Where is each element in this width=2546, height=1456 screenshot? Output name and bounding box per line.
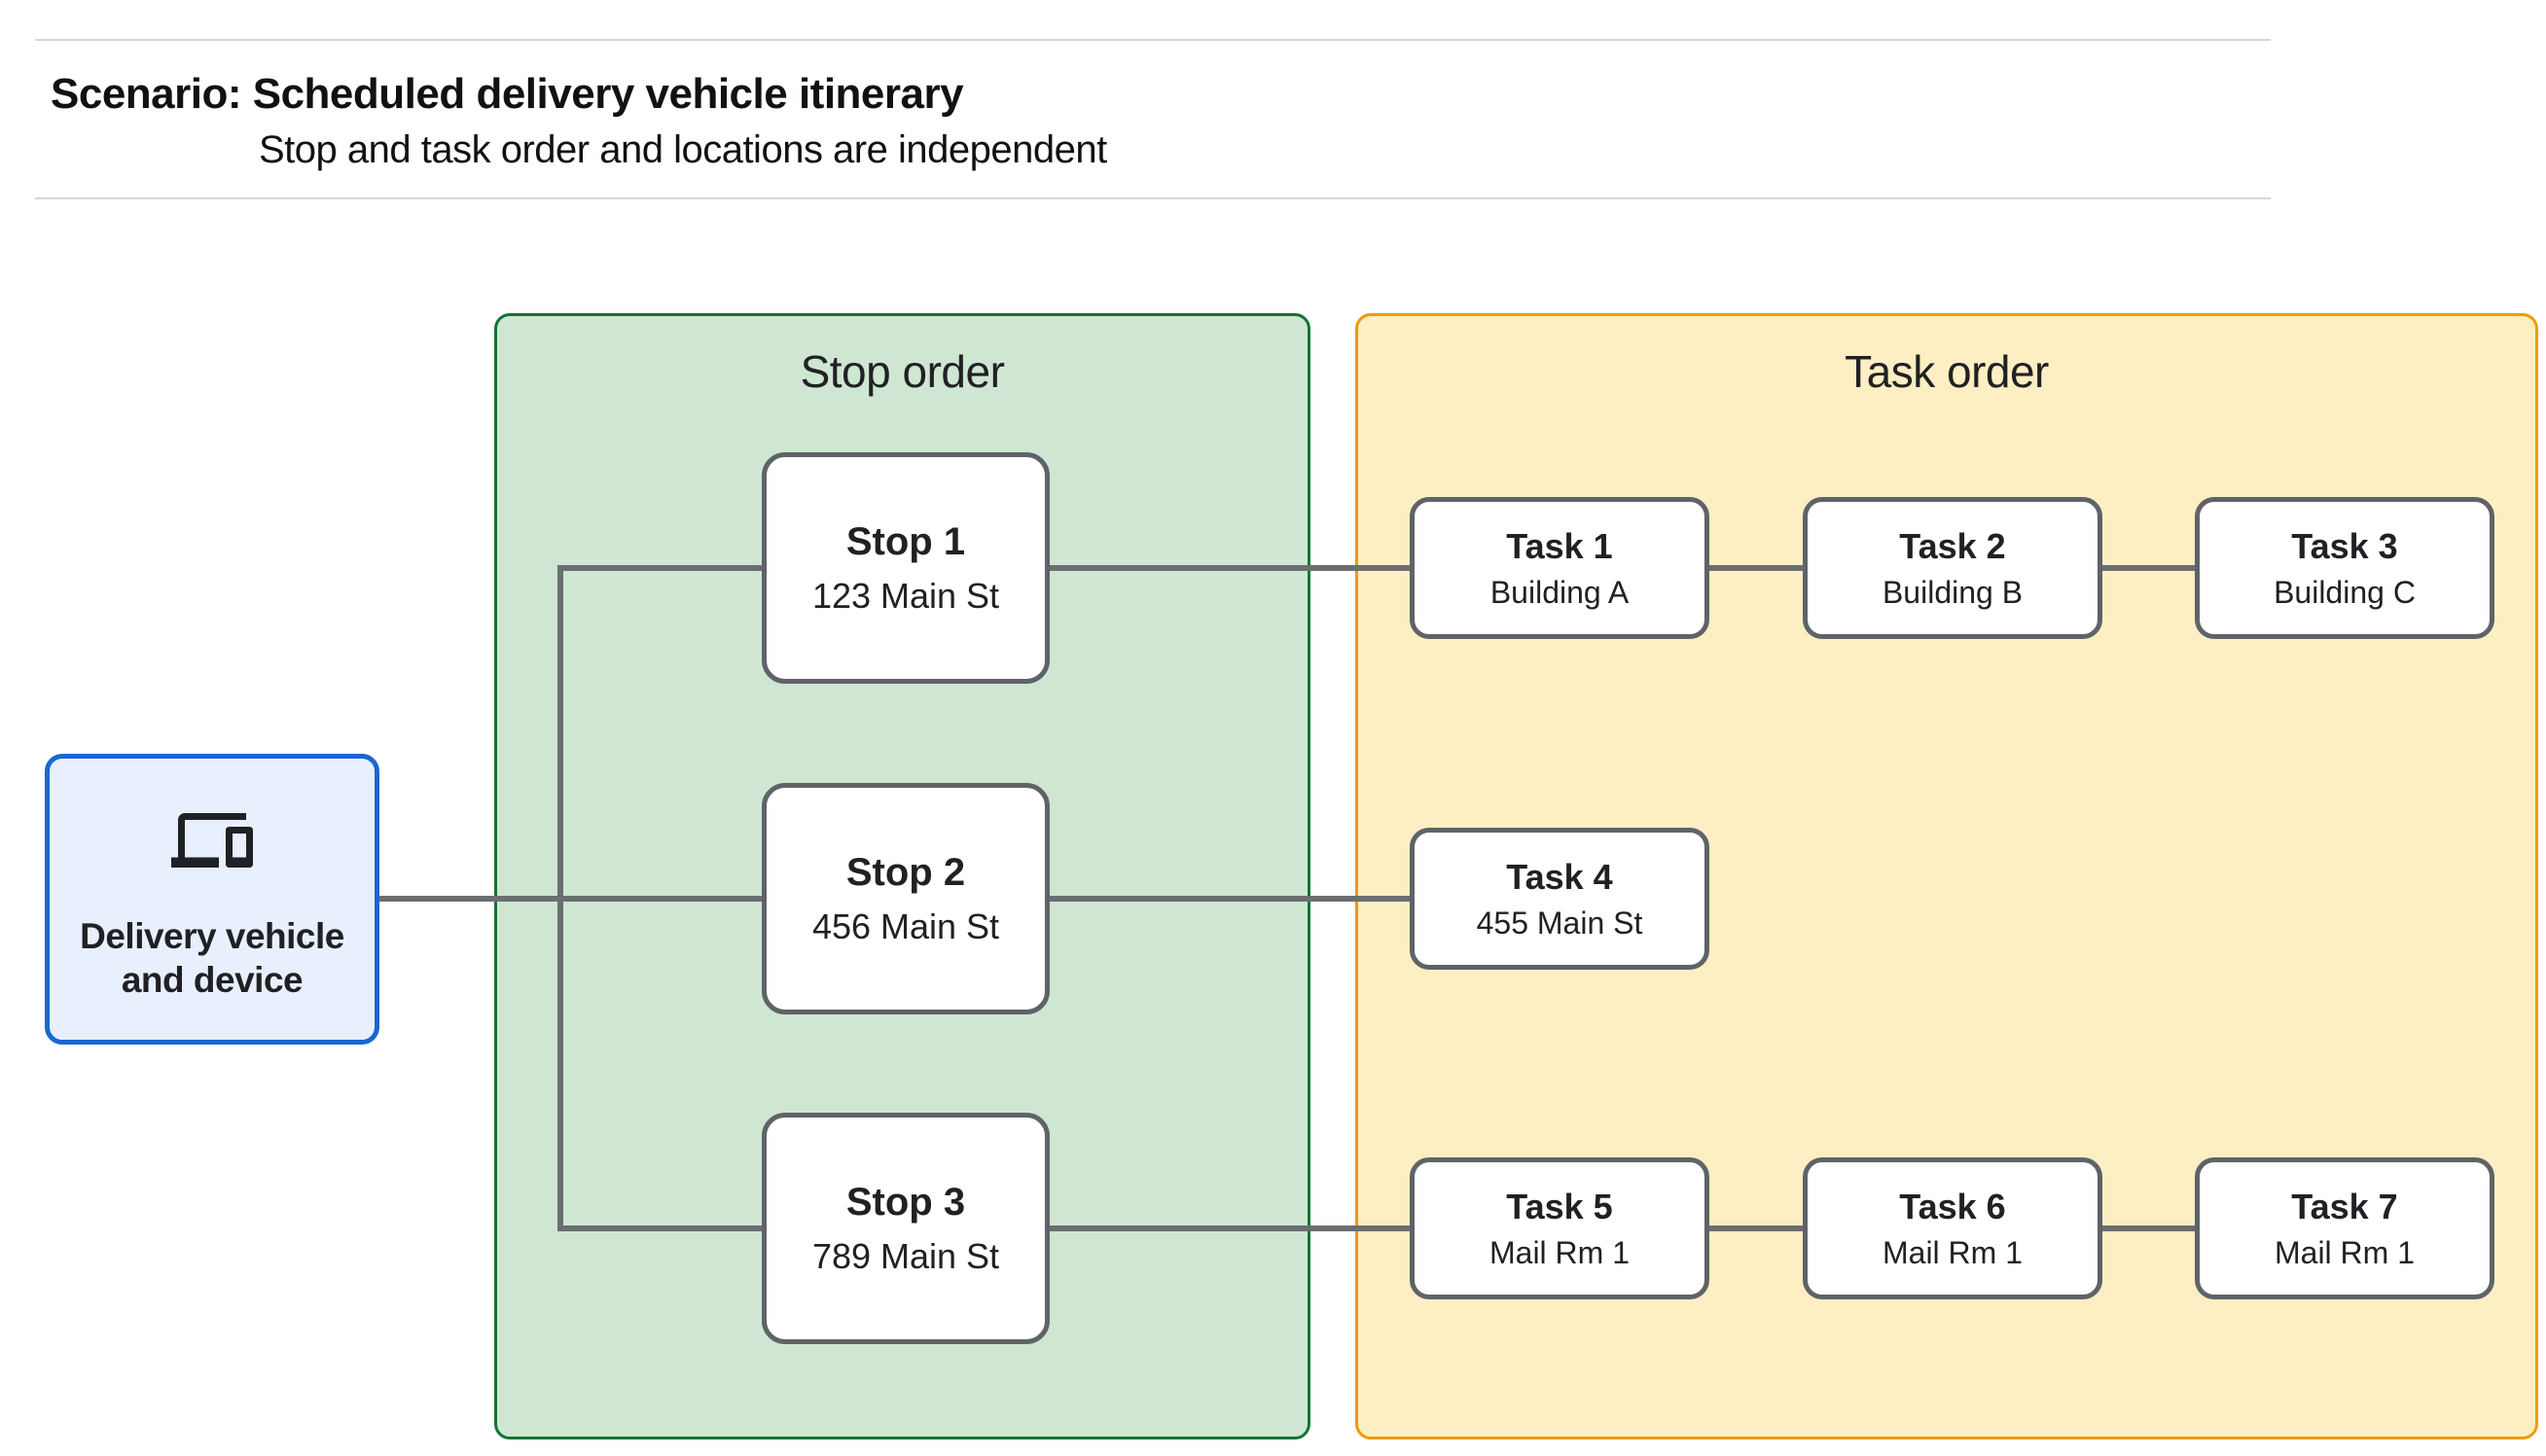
task-4-title: Task 4 [1506,856,1613,897]
page-title: Scenario: Scheduled delivery vehicle iti… [51,70,964,118]
connector-stop3-to-task5 [1050,1225,1410,1231]
delivery-vehicle-label-line2: and device [121,960,304,1001]
task-7-title: Task 7 [2291,1186,2398,1226]
task-7-location: Mail Rm 1 [2274,1234,2415,1270]
delivery-vehicle-label: Delivery vehicle and device [80,914,344,1002]
connector-task6-to-task7 [2102,1225,2195,1231]
stop-1-address: 123 Main St [811,575,1000,616]
stop-3-title: Stop 3 [845,1180,966,1224]
connector-stop1-to-task1 [1050,565,1410,571]
task-3-node: Task 3 Building C [2195,497,2494,639]
stop-order-panel-title: Stop order [800,346,1005,397]
connector-task1-to-task2 [1709,565,1803,571]
task-1-node: Task 1 Building A [1410,497,1709,639]
task-1-title: Task 1 [1506,525,1613,566]
connector-task2-to-task3 [2102,565,2195,571]
connector-task5-to-task6 [1709,1225,1803,1231]
stop-3-address: 789 Main St [811,1235,1000,1276]
stop-3-node: Stop 3 789 Main St [762,1113,1050,1344]
task-5-location: Mail Rm 1 [1488,1234,1630,1270]
stop-2-node: Stop 2 456 Main St [762,783,1050,1014]
task-6-title: Task 6 [1899,1186,2006,1226]
connector-stop2-to-task4 [1050,896,1410,902]
stop-2-address: 456 Main St [811,906,1000,946]
connector-trunk-to-stop1 [557,565,762,571]
stop-2-title: Stop 2 [845,850,966,894]
delivery-vehicle-node: Delivery vehicle and device [45,754,379,1045]
devices-icon [171,799,253,881]
task-2-title: Task 2 [1899,525,2006,566]
task-6-node: Task 6 Mail Rm 1 [1803,1157,2102,1299]
task-3-location: Building C [2274,574,2416,610]
page-subtitle: Stop and task order and locations are in… [259,128,1107,171]
task-4-location: 455 Main St [1476,905,1643,941]
task-order-panel-title: Task order [1845,346,2049,397]
task-4-node: Task 4 455 Main St [1410,828,1709,970]
connector-trunk-to-stop3 [557,1225,762,1231]
connector-vehicle-to-stop2 [379,896,762,902]
top-divider [35,39,2271,41]
task-5-node: Task 5 Mail Rm 1 [1410,1157,1709,1299]
task-5-title: Task 5 [1506,1186,1613,1226]
stop-1-node: Stop 1 123 Main St [762,452,1050,684]
task-6-location: Mail Rm 1 [1882,1234,2023,1270]
delivery-vehicle-label-line1: Delivery vehicle [80,916,344,956]
task-2-location: Building B [1882,574,2024,610]
task-2-node: Task 2 Building B [1803,497,2102,639]
stop-1-title: Stop 1 [845,519,966,563]
connector-trunk-vertical [557,565,563,1231]
task-1-location: Building A [1489,574,1630,610]
header-divider [35,197,2271,199]
task-3-title: Task 3 [2291,525,2398,566]
task-7-node: Task 7 Mail Rm 1 [2195,1157,2494,1299]
